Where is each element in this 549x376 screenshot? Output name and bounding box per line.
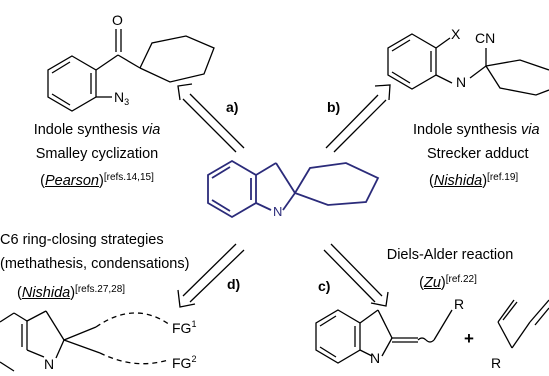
retro-arrow-a [177, 83, 245, 153]
fg1-superscript: 1 [191, 319, 197, 329]
ref-c: [ref.22] [445, 274, 477, 285]
structure-c-alkylidene-indoline [315, 309, 453, 364]
azide-n: N [114, 89, 125, 105]
fg2-text: FG [172, 355, 192, 371]
atom-nitrogen-c: N [370, 350, 381, 366]
ref-a: [refs.14,15] [103, 172, 154, 183]
atom-r2: R [491, 355, 502, 371]
fg1-label: FG1 [172, 316, 196, 337]
structure-b-strecker-adduct [387, 33, 549, 96]
retro-arrow-d [177, 243, 245, 308]
azide-group: N3 [114, 89, 129, 111]
caption-d-line2: (methathesis, condensations) [0, 256, 190, 272]
structure-d-indoline-fg [0, 310, 171, 372]
caption-b-line1: Indole synthesis via [413, 122, 540, 139]
ref-b: [ref.19] [487, 172, 519, 183]
retro-arrow-b [325, 84, 391, 153]
atom-oxygen: O [112, 12, 123, 28]
author-nishida-b: Nishida [433, 173, 483, 189]
structure-a-azido-ketone [47, 29, 215, 112]
atom-nitrogen-b: N [456, 74, 467, 90]
caption-a-text: Indole synthesis [33, 122, 142, 138]
fg2-label: FG2 [172, 351, 196, 372]
caption-d-citation: (Nishida)[refs.27,28] [17, 284, 126, 301]
plus-sign: + [464, 329, 474, 348]
caption-c-citation: (Zu)[ref.22] [419, 274, 477, 291]
structure-c-diene [497, 299, 549, 349]
atom-x: X [451, 26, 461, 42]
caption-b-via: via [521, 122, 540, 138]
caption-a-line1: Indole synthesis via [34, 122, 161, 139]
caption-b-text: Indole synthesis [413, 122, 522, 138]
step-label-b: b) [327, 99, 341, 115]
nitrile-group: CN [475, 30, 496, 46]
caption-a-citation: (Pearson)[refs.14,15] [40, 172, 154, 189]
atom-r1: R [454, 296, 465, 312]
ref-d: [refs.27,28] [75, 284, 126, 295]
caption-b-citation: (Nishida)[ref.19] [429, 172, 519, 189]
caption-c-line1: Diels-Alder reaction [386, 247, 514, 263]
author-pearson: Pearson [44, 173, 99, 189]
fg2-superscript: 2 [191, 354, 197, 364]
step-label-a: a) [226, 99, 239, 115]
author-nishida-d: Nishida [21, 285, 71, 301]
fg1-text: FG [172, 320, 192, 336]
azide-subscript: 3 [124, 97, 130, 107]
atom-nitrogen-d: N [44, 356, 55, 372]
step-label-c: c) [318, 278, 331, 294]
step-label-d: d) [227, 276, 241, 292]
caption-d-line1: C6 ring-closing strategies [0, 232, 164, 248]
caption-a-line2: Smalley cyclization [35, 146, 159, 162]
center-nitrogen: N [273, 204, 283, 219]
author-zu: Zu [423, 275, 441, 291]
caption-a-via: via [141, 122, 161, 138]
caption-b-line2: Strecker adduct [427, 146, 529, 162]
retro-arrow-c [323, 243, 389, 307]
central-spiroindoline [207, 159, 380, 219]
